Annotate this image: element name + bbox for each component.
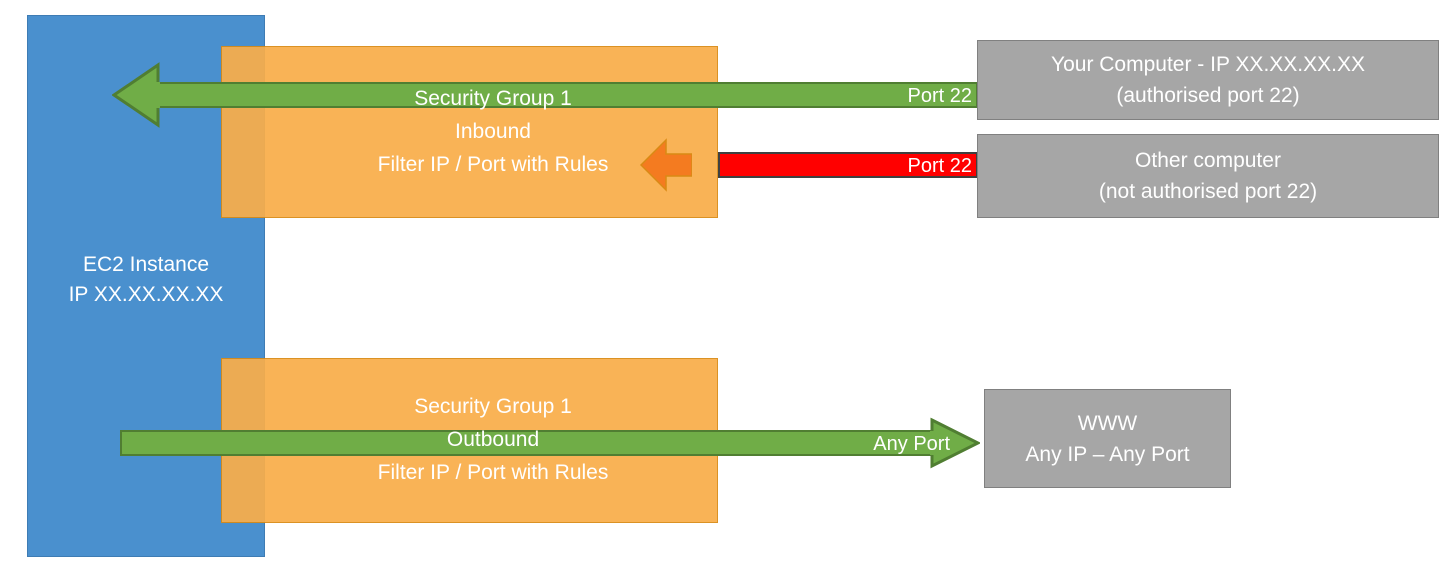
inbound-allowed-arrow-shaft xyxy=(155,82,978,108)
www-title: WWW xyxy=(1077,411,1138,435)
inbound-blocked-arrowhead-icon xyxy=(639,136,693,194)
other-computer-note: (not authorised port 22) xyxy=(1098,180,1318,203)
other-computer-title: Other computer xyxy=(1135,149,1281,172)
inbound-blocked-arrow-shaft xyxy=(718,152,978,178)
your-computer-title: Your Computer - IP XX.XX.XX.XX xyxy=(1051,53,1365,76)
external-node-your-computer: Your Computer - IP XX.XX.XX.XX (authoris… xyxy=(977,40,1439,120)
outbound-allowed-arrow-shaft xyxy=(120,430,953,456)
security-group-inbound-box xyxy=(221,46,718,218)
www-note: Any IP – Any Port xyxy=(1025,442,1190,466)
external-node-other-computer: Other computer (not authorised port 22) xyxy=(977,134,1439,218)
outbound-allowed-arrowhead-icon xyxy=(930,417,982,469)
inbound-allowed-arrowhead-icon xyxy=(111,62,160,128)
external-node-www: WWW Any IP – Any Port xyxy=(984,389,1231,488)
your-computer-note: (authorised port 22) xyxy=(1116,84,1300,107)
